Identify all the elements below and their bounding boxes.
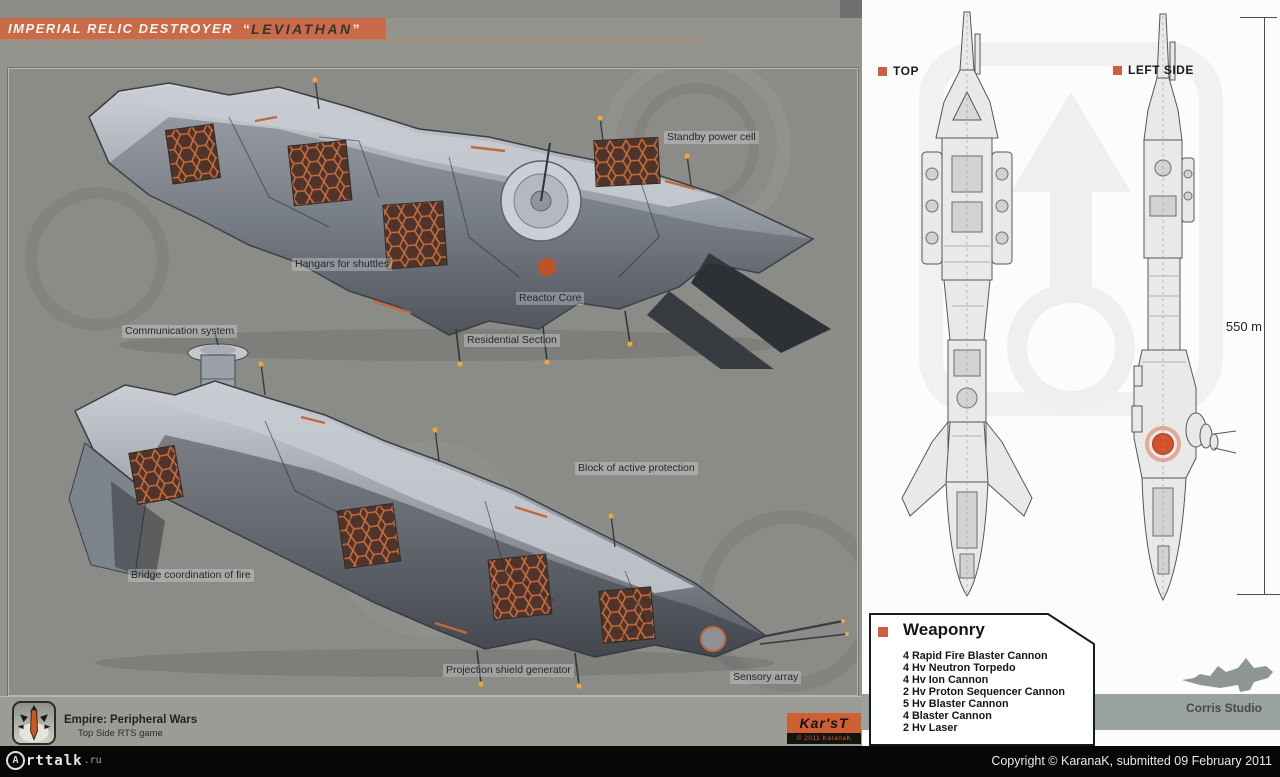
- site-tld: .ru: [83, 755, 102, 766]
- weapon-item: 2 Hv Laser: [903, 722, 958, 734]
- weapon-item: 2 Hv Proton Sequencer Cannon: [903, 686, 1065, 698]
- site-name: rttalk: [26, 752, 83, 769]
- concept-art-panel: [8, 68, 858, 696]
- weaponry-marker-icon: [878, 627, 888, 637]
- ship-silhouette-icon: [1182, 658, 1273, 692]
- top-strip-corner: [840, 0, 862, 18]
- label-communication-system: Communication system: [122, 325, 238, 338]
- label-hangars: Hangars for shuttles: [292, 258, 392, 271]
- quote-open: “: [243, 20, 252, 37]
- ship-name: LEVIATHAN: [251, 20, 353, 37]
- weapon-item: 4 Hv Ion Cannon: [903, 674, 989, 686]
- studio-name: Corris Studio: [1185, 701, 1262, 715]
- art-section: IMPERIAL RELIC DESTROYER “ LEVIATHAN ”: [0, 0, 862, 746]
- weapon-item: 5 Hv Blaster Cannon: [903, 698, 1009, 710]
- top-view-schematic: [901, 11, 1033, 597]
- ship-render-lower: [68, 332, 849, 689]
- artist-signature: Kar'sT: [787, 713, 861, 733]
- top-strip: [0, 0, 862, 18]
- side-view-label: LEFT SIDE: [1128, 63, 1194, 77]
- empire-logo-icon: [12, 701, 56, 745]
- side-view-schematic: [1131, 13, 1237, 602]
- weapon-item: 4 Hv Neutron Torpedo: [903, 662, 1016, 674]
- label-active-protection: Block of active protection: [575, 462, 698, 475]
- kars-signature-badge: Kar'sT © 2011 KaranaK: [787, 713, 861, 744]
- label-shield-generator: Projection shield generator: [443, 664, 574, 677]
- label-residential-section: Residential Section: [464, 334, 560, 347]
- top-view-label: TOP: [893, 64, 919, 78]
- game-info-bar: Empire: Peripheral Wars Top Side RTS gam…: [0, 696, 862, 746]
- dimension-line: [1264, 17, 1265, 595]
- dimension-tick-bottom: [1237, 594, 1280, 595]
- title-banner: IMPERIAL RELIC DESTROYER “ LEVIATHAN ”: [0, 18, 386, 39]
- ship-render-upper: [88, 77, 831, 369]
- site-footer-bar: A rttalk .ru Copyright © KaranaK, submit…: [0, 746, 1280, 777]
- label-reactor-core: Reactor Core: [516, 292, 585, 305]
- quote-close: ”: [352, 20, 361, 37]
- arttalk-logo-icon: A: [6, 751, 25, 770]
- weaponry-box: [869, 613, 1095, 746]
- copyright-text: Copyright © KaranaK, submitted 09 Februa…: [991, 754, 1272, 768]
- ship-length: 550 m: [1225, 319, 1262, 334]
- game-title: Empire: Peripheral Wars: [64, 714, 198, 726]
- weaponry-title: Weaponry: [903, 620, 985, 639]
- spec-sheet: [862, 0, 1280, 746]
- top-view-marker-icon: [878, 67, 887, 76]
- dimension-tick-top: [1240, 17, 1277, 18]
- weapon-item: 4 Rapid Fire Blaster Cannon: [903, 650, 1048, 662]
- artist-copyright: © 2011 KaranaK: [787, 733, 861, 744]
- arttalk-logo[interactable]: A rttalk .ru: [6, 751, 102, 770]
- side-view-marker-icon: [1113, 66, 1122, 75]
- label-bridge: Bridge coordination of fire: [128, 569, 254, 582]
- dotted-divider: [2, 39, 697, 41]
- ship-class-title: IMPERIAL RELIC DESTROYER: [8, 21, 234, 36]
- label-standby-power-cell: Standby power cell: [664, 131, 759, 144]
- game-subtitle: Top Side RTS game: [78, 728, 163, 739]
- weapon-item: 4 Blaster Cannon: [903, 710, 992, 722]
- label-sensory-array: Sensory array: [730, 671, 802, 684]
